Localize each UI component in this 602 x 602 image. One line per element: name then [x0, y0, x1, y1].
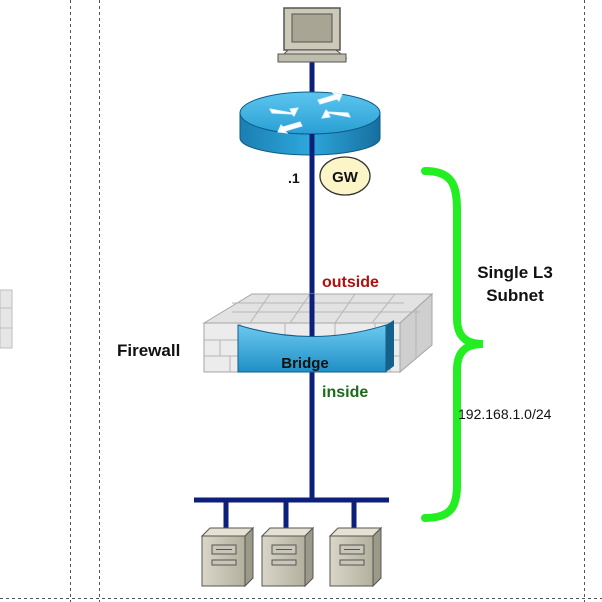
firewall-label: Firewall — [117, 341, 180, 360]
router-icon — [239, 91, 381, 159]
gateway-label: GW — [332, 169, 359, 186]
partial-firewall-left — [0, 289, 13, 349]
bridge-label: Bridge — [281, 355, 329, 372]
curly-brace-icon — [421, 167, 484, 522]
inside-label: inside — [322, 384, 368, 401]
outside-label: outside — [322, 274, 379, 291]
workstation-icon — [277, 7, 348, 63]
subnet-title-line2: Subnet — [486, 286, 544, 305]
lan-bus — [194, 497, 389, 528]
server-icon — [260, 526, 315, 588]
server-icon — [200, 526, 255, 588]
gateway-bubble: GW — [319, 156, 371, 196]
gateway-address: .1 — [288, 170, 300, 186]
server-icon — [328, 526, 383, 588]
subnet-cidr: 192.168.1.0/24 — [458, 406, 552, 422]
subnet-title-line1: Single L3 — [477, 263, 553, 282]
bridge-icon: Bridge — [237, 320, 394, 373]
